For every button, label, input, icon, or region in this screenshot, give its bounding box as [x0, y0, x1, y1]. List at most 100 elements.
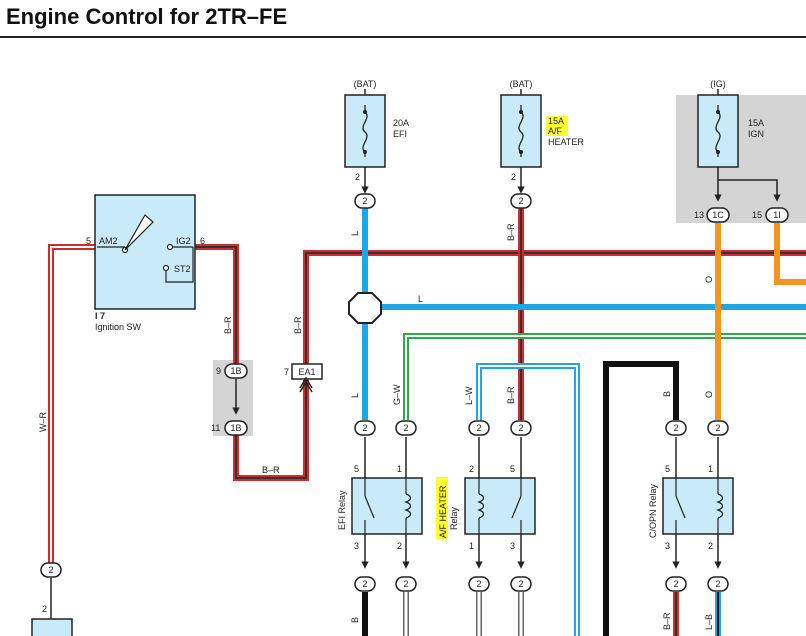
source-bat-left: (BAT) — [354, 79, 377, 89]
wire-label-br-bottom: B–R — [262, 465, 280, 475]
conn-r1-3 — [354, 576, 376, 592]
conn-r3-3-label: 2 — [673, 579, 678, 589]
source-ig: (IG) — [710, 79, 726, 89]
conn-r3-3 — [665, 576, 687, 592]
wire-label-lb-lower: L–B — [704, 614, 714, 630]
conn-wr-bottom-label: 2 — [48, 565, 53, 575]
fuse-heater-name2: HEATER — [548, 137, 584, 147]
label-ig2: IG2 — [176, 236, 191, 246]
relay-copn-name: C/OPN Relay — [648, 483, 658, 538]
wire-label-br-heater-bottom: B–R — [506, 386, 516, 404]
relay-efi — [351, 477, 423, 535]
relay-efi-pin2: 2 — [397, 541, 402, 551]
relay-efi-name: EFI Relay — [337, 490, 347, 530]
fuse-heater-name1: A/F — [548, 126, 563, 136]
ig-fuse-group-bg — [676, 95, 806, 223]
conn-wr-bottom — [40, 562, 62, 578]
heater-fuse-highlight — [546, 116, 568, 136]
page-title: Engine Control for 2TR–FE — [6, 4, 288, 29]
title-rule — [0, 36, 806, 38]
pin13: 13 — [694, 210, 704, 220]
pin11: 11 — [211, 423, 220, 433]
fuse-heater-amp: 15A — [548, 116, 564, 126]
conn-r3-2-label: 2 — [715, 579, 720, 589]
label-am2: AM2 — [99, 236, 118, 246]
pin-wr-bottom: 2 — [42, 604, 47, 614]
wire-label-l-horizontal: L — [418, 294, 423, 304]
wire-lower-pair — [403, 592, 524, 636]
wire-label-lw: L–W — [464, 386, 474, 405]
fuse-ign-amp: 15A — [748, 118, 764, 128]
wire-br-ig2 — [193, 244, 239, 365]
conn-r2-2 — [468, 420, 490, 436]
conn-r2-5 — [510, 420, 532, 436]
wire-b-copn — [603, 361, 679, 636]
wire-label-o-bottom: O — [704, 391, 714, 398]
relay-heater-name1: A/F HEATER — [438, 485, 448, 538]
conn-r1-5 — [354, 420, 376, 436]
conn-r1-2-label: 2 — [403, 579, 408, 589]
conn-r2-3 — [510, 576, 532, 592]
conn-r3-5 — [665, 420, 687, 436]
wire-gw — [403, 333, 806, 420]
conn-heater-top-label: 2 — [518, 196, 523, 206]
wire-o-right — [774, 223, 806, 285]
conn-1c — [706, 207, 730, 223]
relay-copn-pin3: 3 — [665, 541, 670, 551]
wire-br-ea1 — [233, 250, 806, 481]
connector-ovals — [40, 193, 789, 592]
pin-efi-fuse: 2 — [355, 172, 360, 182]
splice-junction — [348, 292, 382, 324]
fuse-efi-amp: 20A — [393, 118, 409, 128]
relay-heater-name2: Relay — [449, 506, 459, 530]
relay-efi-pin5: 5 — [354, 464, 359, 474]
wire-label-gw: G–W — [392, 384, 402, 405]
conn-r3-2 — [707, 576, 729, 592]
conn-r3-5-label: 2 — [673, 423, 678, 433]
conn-1c-label: 1C — [712, 210, 724, 220]
relay-heater-pin5: 5 — [510, 464, 515, 474]
source-bat-right: (BAT) — [510, 79, 533, 89]
pin15: 15 — [752, 210, 762, 220]
relay-efi-pin1: 1 — [397, 464, 402, 474]
wire-lw — [476, 363, 580, 636]
conn-r2-1-label: 2 — [476, 579, 481, 589]
conn-r2-3-label: 2 — [518, 579, 523, 589]
wire-label-wr: W–R — [38, 412, 48, 433]
switch-name: Ignition SW — [95, 322, 142, 332]
conn-r3-1-label: 2 — [715, 423, 720, 433]
relay-heater-pin2: 2 — [469, 464, 474, 474]
wire-label-br-ea1: B–R — [293, 316, 303, 334]
pin9: 9 — [216, 366, 221, 376]
conn-1b-11-label: 1B — [230, 423, 241, 433]
wire-label-br-ig2: B–R — [223, 316, 233, 334]
fuse-ign-name: IGN — [748, 129, 764, 139]
conn-r1-1-label: 2 — [403, 423, 408, 433]
conn-ea1-label: EA1 — [298, 367, 315, 377]
conn-efi-top — [354, 193, 376, 209]
pin-am2: 5 — [86, 236, 91, 246]
connector-ea1 — [291, 363, 323, 393]
component-partial-bottom-left — [31, 618, 73, 636]
wire-label-br-heater-top: B–R — [506, 223, 516, 241]
fuse-efi-name: EFI — [393, 129, 407, 139]
conn-1b-9-label: 1B — [230, 366, 241, 376]
relay-heater-pin1: 1 — [469, 541, 474, 551]
wire-label-l-efi-bottom: L — [350, 393, 360, 398]
conn-r1-5-label: 2 — [362, 423, 367, 433]
conn-r2-5-label: 2 — [518, 423, 523, 433]
conn-r3-1 — [707, 420, 729, 436]
conn-heater-top — [510, 193, 532, 209]
pin7: 7 — [284, 367, 289, 377]
relay-af-heater — [464, 477, 536, 535]
relay-copn-pin5: 5 — [665, 464, 670, 474]
conn-r2-2-label: 2 — [476, 423, 481, 433]
wire-wr — [48, 244, 97, 563]
fuse-efi — [344, 94, 386, 168]
relay-heater-pin3: 3 — [510, 541, 515, 551]
conn-r1-1 — [395, 420, 417, 436]
switch-id: I 7 — [95, 311, 105, 321]
thin-wiring — [232, 89, 781, 569]
relay-copn-pin2: 2 — [708, 541, 713, 551]
